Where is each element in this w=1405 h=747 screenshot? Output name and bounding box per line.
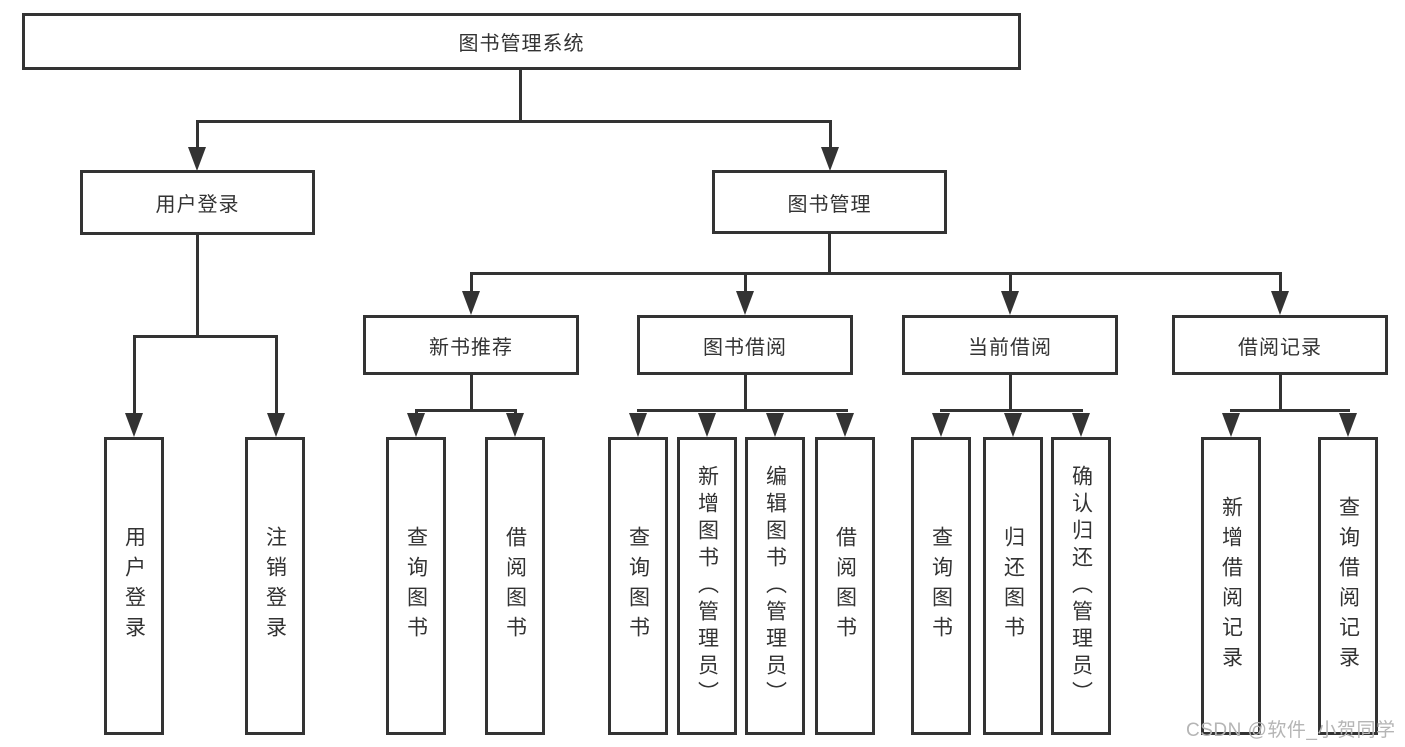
connector-line (133, 335, 136, 417)
arrowhead-icon (1339, 413, 1357, 437)
arrowhead-icon (125, 413, 143, 437)
connector-line (275, 335, 278, 417)
leaf-logout: 注销登录 (245, 437, 305, 735)
leaf-add-borrow-record: 新增借阅记录 (1201, 437, 1261, 735)
leaf-query-books-current: 查询图书 (911, 437, 971, 735)
arrowhead-icon (766, 413, 784, 437)
leaf-add-book-admin: 新增图书（管理员） (677, 437, 737, 735)
leaf-edit-book-admin: 编辑图书（管理员） (745, 437, 805, 735)
connector-line (470, 375, 473, 412)
leaf-query-borrow-record-label: 查询借阅记录 (1336, 496, 1360, 676)
connector-line (133, 335, 278, 338)
connector-line (1009, 272, 1012, 298)
leaf-query-books-borrow: 查询图书 (608, 437, 668, 735)
arrowhead-icon (506, 413, 524, 437)
arrowhead-icon (1222, 413, 1240, 437)
arrowhead-icon (821, 147, 839, 171)
leaf-query-books-current-label: 查询图书 (929, 526, 953, 646)
node-book-borrow: 图书借阅 (637, 315, 853, 375)
node-current-borrow: 当前借阅 (902, 315, 1118, 375)
node-new-book-recommend-label: 新书推荐 (429, 336, 513, 359)
watermark: CSDN @软件_小贺同学 (1186, 720, 1396, 741)
leaf-borrow-books-label: 借阅图书 (833, 526, 857, 646)
arrowhead-icon (188, 147, 206, 171)
arrowhead-icon (629, 413, 647, 437)
node-user-login: 用户登录 (80, 170, 315, 235)
arrowhead-icon (1001, 291, 1019, 315)
node-book-management: 图书管理 (712, 170, 947, 234)
connector-line (415, 409, 517, 412)
node-root-system: 图书管理系统 (22, 13, 1021, 70)
node-book-borrow-label: 图书借阅 (703, 336, 787, 359)
arrowhead-icon (462, 291, 480, 315)
connector-line (519, 70, 522, 123)
leaf-query-books-borrow-label: 查询图书 (626, 526, 650, 646)
leaf-query-borrow-record: 查询借阅记录 (1318, 437, 1378, 735)
leaf-return-book: 归还图书 (983, 437, 1043, 735)
node-current-borrow-label: 当前借阅 (968, 336, 1052, 359)
connector-line (829, 120, 832, 152)
connector-line (196, 120, 832, 123)
leaf-borrow-books-recommend: 借阅图书 (485, 437, 545, 735)
arrowhead-icon (698, 413, 716, 437)
connector-line (828, 234, 831, 275)
connector-line (1230, 409, 1350, 412)
node-borrow-records: 借阅记录 (1172, 315, 1388, 375)
node-user-login-label: 用户登录 (155, 194, 240, 216)
leaf-confirm-return-admin-label: 确认归还（管理员） (1069, 464, 1093, 708)
node-book-management-label: 图书管理 (787, 193, 872, 216)
connector-line (1279, 375, 1282, 412)
arrowhead-icon (1004, 413, 1022, 437)
arrowhead-icon (1271, 291, 1289, 315)
arrowhead-icon (407, 413, 425, 437)
connector-line (470, 272, 1282, 275)
leaf-user-login-label: 用户登录 (122, 526, 146, 646)
leaf-edit-book-admin-label: 编辑图书（管理员） (763, 464, 787, 708)
connector-line (196, 120, 199, 152)
leaf-query-books-recommend: 查询图书 (386, 437, 446, 735)
leaf-add-book-admin-label: 新增图书（管理员） (695, 464, 719, 708)
connector-line (637, 409, 848, 412)
node-root-label: 图书管理系统 (458, 33, 585, 55)
arrowhead-icon (736, 291, 754, 315)
arrowhead-icon (932, 413, 950, 437)
connector-line (196, 234, 199, 338)
node-new-book-recommend: 新书推荐 (363, 315, 579, 375)
connector-line (940, 409, 1083, 412)
arrowhead-icon (267, 413, 285, 437)
leaf-add-borrow-record-label: 新增借阅记录 (1219, 496, 1243, 676)
leaf-borrow-books-recommend-label: 借阅图书 (503, 526, 527, 646)
connector-line (1279, 272, 1282, 298)
connector-line (744, 375, 747, 412)
connector-line (744, 272, 747, 298)
arrowhead-icon (836, 413, 854, 437)
connector-line (1009, 375, 1012, 412)
leaf-return-book-label: 归还图书 (1001, 526, 1025, 646)
connector-line (470, 272, 473, 298)
node-borrow-records-label: 借阅记录 (1238, 336, 1322, 359)
leaf-borrow-books: 借阅图书 (815, 437, 875, 735)
leaf-user-login: 用户登录 (104, 437, 164, 735)
leaf-query-books-recommend-label: 查询图书 (404, 526, 428, 646)
leaf-logout-label: 注销登录 (263, 526, 287, 646)
arrowhead-icon (1072, 413, 1090, 437)
leaf-confirm-return-admin: 确认归还（管理员） (1051, 437, 1111, 735)
